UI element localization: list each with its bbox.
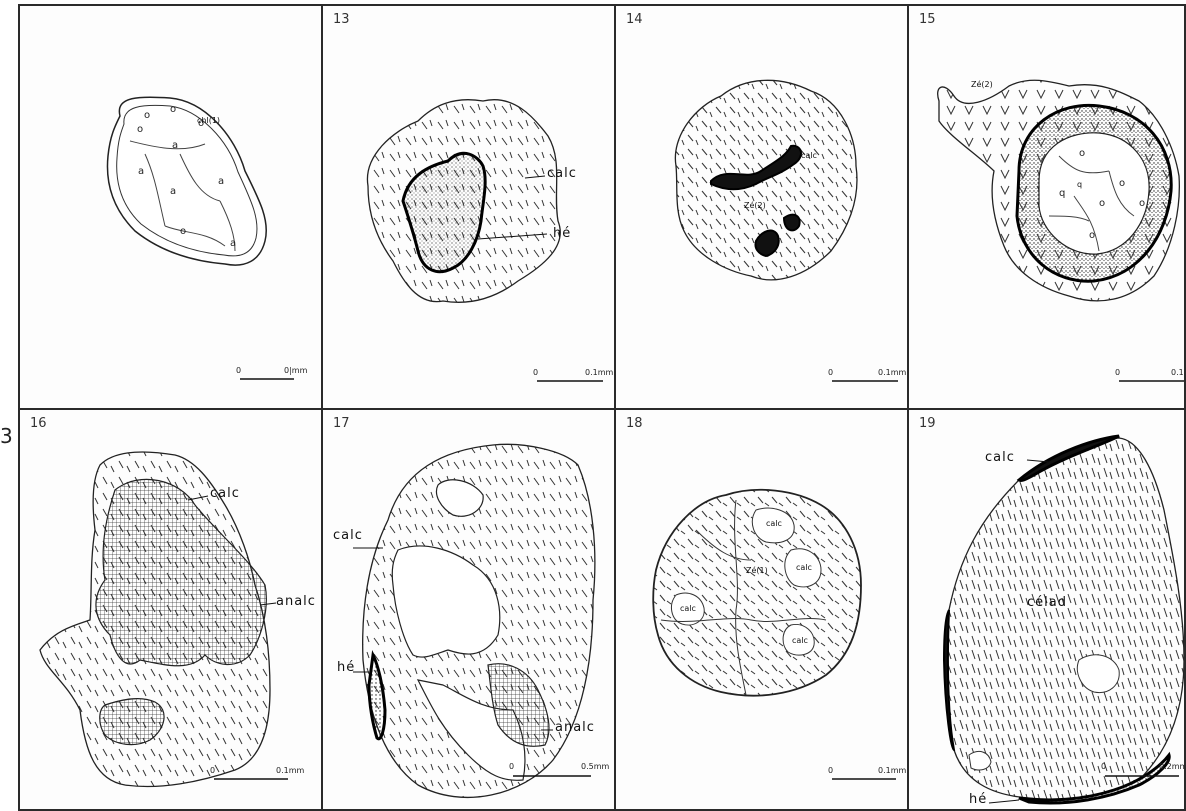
svg-text:o: o xyxy=(137,124,143,135)
scale-end: 0.1 xyxy=(1171,368,1184,377)
svg-text:a: a xyxy=(230,238,236,249)
side-mark: 3 xyxy=(0,424,13,448)
label-calc: calc xyxy=(801,151,817,160)
panel-16: 16 calc analc 0 0.1mm xyxy=(18,408,323,811)
scale-zero: 0 xyxy=(533,368,538,377)
svg-text:a: a xyxy=(170,186,176,197)
grain-drawing xyxy=(323,6,616,410)
label-ze: Zé(1) xyxy=(746,566,768,575)
scale-end: 0|mm xyxy=(284,366,307,375)
scale-end: 0.5mm xyxy=(581,762,609,771)
label-calc: calc xyxy=(210,486,240,501)
label-he: hé xyxy=(969,792,987,807)
scale-zero: 0 xyxy=(210,766,215,775)
label-analc: analc xyxy=(555,720,595,735)
scale-zero: 0 xyxy=(828,368,833,377)
label-q: q xyxy=(1077,180,1082,189)
panel-18: 18 Zé(1) calc calc xyxy=(614,408,909,811)
grain-drawing xyxy=(20,410,323,811)
scale-end: 0.2mm xyxy=(1159,762,1186,771)
svg-text:q: q xyxy=(1059,188,1065,199)
label-calc: calc xyxy=(985,450,1015,465)
label-calc: calc xyxy=(333,528,363,543)
analcime-area xyxy=(96,479,266,665)
svg-text:a: a xyxy=(218,176,224,187)
svg-text:a: a xyxy=(172,140,178,151)
leader-he xyxy=(989,800,1019,803)
grain-drawing xyxy=(616,410,909,811)
svg-text:o: o xyxy=(1089,230,1095,241)
label-ze: Zé(2) xyxy=(971,80,993,89)
scale-zero: 0 xyxy=(236,366,241,375)
scale-zero: 0 xyxy=(1115,368,1120,377)
label-calc-3: calc xyxy=(680,604,696,613)
label-calc-1: calc xyxy=(766,519,782,528)
panel-14: 14 calc Zé(2) 0 0.1mm xyxy=(614,4,909,410)
panel-13: 13 calc hé 0 0.1mm xyxy=(321,4,616,410)
svg-text:o: o xyxy=(1099,198,1105,209)
scale-zero: 0 xyxy=(509,762,514,771)
svg-text:o: o xyxy=(1119,178,1125,189)
scale-zero: 0 xyxy=(828,766,833,775)
panel-19: 19 calc célad xyxy=(907,408,1186,811)
label-analc: analc xyxy=(276,594,316,609)
label-ze: Zé(2) xyxy=(744,201,766,210)
svg-text:o: o xyxy=(1079,148,1085,159)
grain-drawing xyxy=(909,410,1186,811)
grain-drawing xyxy=(323,410,616,811)
scale-zero: 0 xyxy=(1101,762,1106,771)
svg-text:o: o xyxy=(1139,198,1145,209)
scale-end: 0.1mm xyxy=(585,368,613,377)
label-he: hé xyxy=(553,226,571,241)
svg-text:o: o xyxy=(144,110,150,121)
label-calc-2: calc xyxy=(796,563,812,572)
scale-end: 0.1mm xyxy=(878,766,906,775)
label-he: hé xyxy=(337,660,355,675)
panel-17: 17 xyxy=(321,408,616,811)
scale-end: 0.1mm xyxy=(878,368,906,377)
svg-text:a: a xyxy=(138,166,144,177)
label-calc-4: calc xyxy=(792,636,808,645)
grain-drawing: ooo oaa aao a xyxy=(20,6,323,410)
label-calc: calc xyxy=(547,166,577,181)
svg-text:o: o xyxy=(180,226,186,237)
label-celad: célad xyxy=(1027,595,1067,610)
label-chl: chl(1) xyxy=(197,116,220,125)
svg-text:o: o xyxy=(170,104,176,115)
celadonite-area xyxy=(947,438,1184,799)
scale-end: 0.1mm xyxy=(276,766,304,775)
grain-drawing: o o q o o o xyxy=(909,6,1186,410)
